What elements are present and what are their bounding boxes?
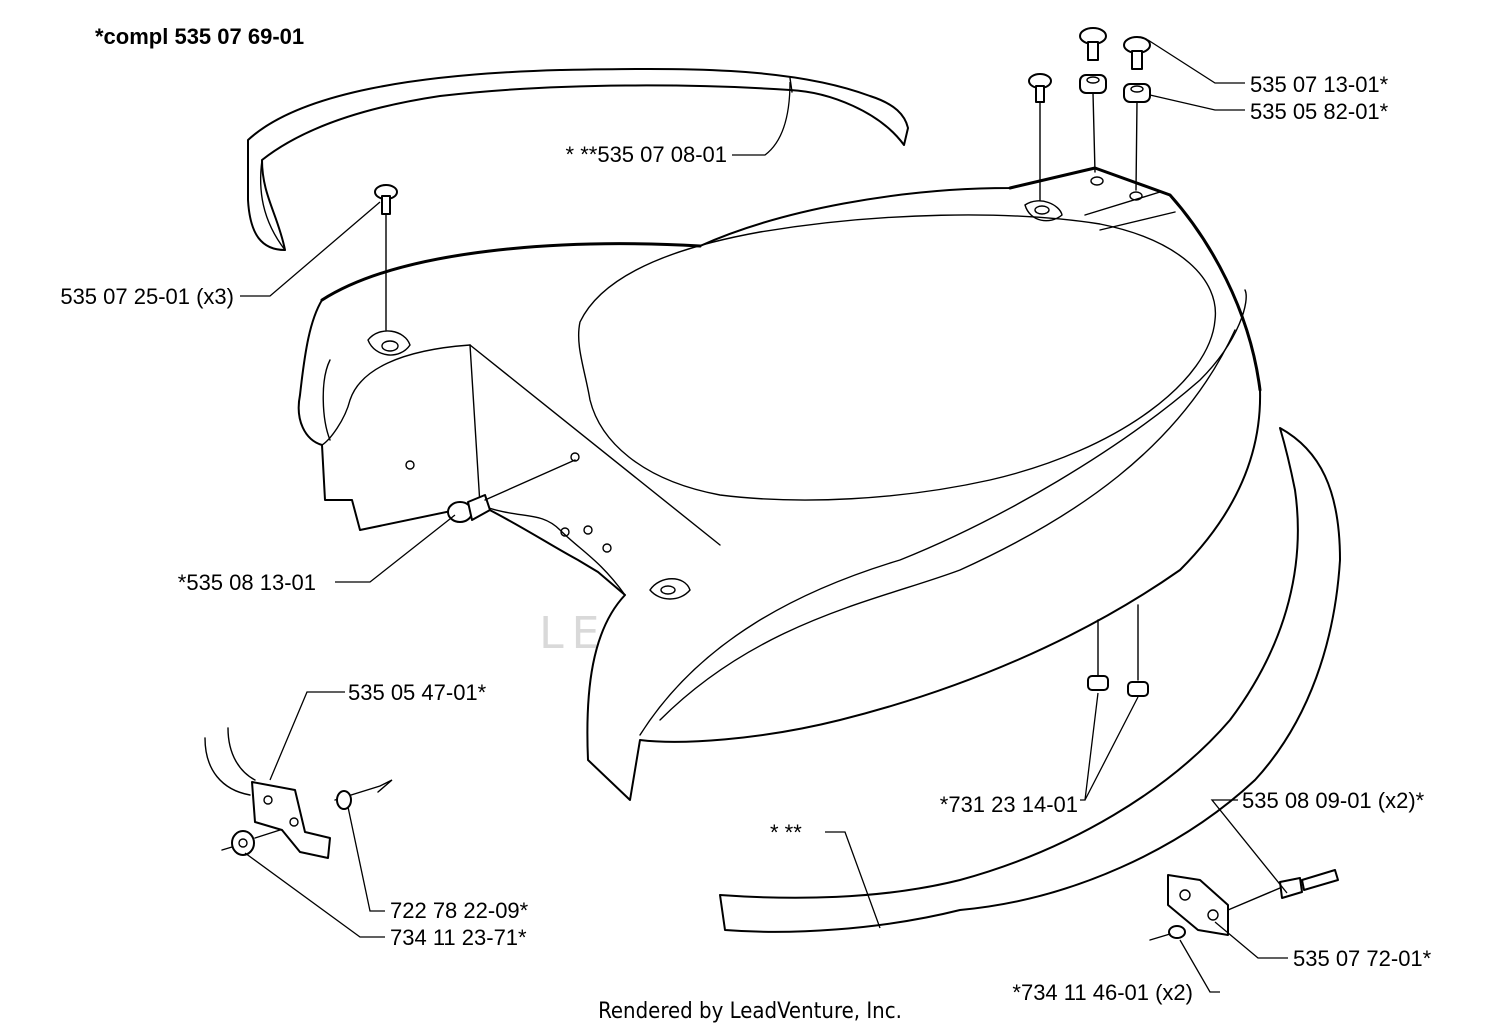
screw-rear <box>1028 73 1052 201</box>
label-722-78-22-09: 722 78 22-09* <box>390 898 529 923</box>
hood-hole <box>602 543 612 553</box>
hinge-plate-edge <box>1084 191 1176 231</box>
label-734-11-46-01: *734 11 46-01 (x2) <box>1012 980 1193 1005</box>
rear-mount-boss <box>1024 200 1063 222</box>
hood-hole <box>405 460 415 470</box>
hood-hole <box>570 452 580 462</box>
front-mount-hole <box>660 585 676 595</box>
front-mount-boss <box>649 578 691 600</box>
seat-recess <box>577 214 1217 501</box>
rear-mount-hole <box>1034 205 1050 215</box>
hood-top-rim <box>320 166 1262 392</box>
hood-body <box>297 166 1262 801</box>
cap-535-07-13-01 <box>1079 27 1151 70</box>
label-535-07-25-01: 535 07 25-01 (x3) <box>60 284 234 309</box>
hood-front-crease-2 <box>659 329 1236 721</box>
label-535-05-82-01: 535 05 82-01* <box>1250 99 1389 124</box>
hood-hole <box>560 527 570 537</box>
label-535-05-47-01: 535 05 47-01* <box>348 680 487 705</box>
hood-side-edge <box>469 344 721 546</box>
knob-535-08-13-01 <box>447 459 576 523</box>
top-strip-tick <box>789 77 793 93</box>
assembly-title: *compl 535 07 69-01 <box>95 24 304 49</box>
hood-side-panel <box>321 344 481 506</box>
label-535-07-08-01: * **535 07 08-01 <box>566 142 727 167</box>
credit-line: Rendered by LeadVenture, Inc. <box>598 999 902 1024</box>
label-535-08-09-01: 535 08 09-01 (x2)* <box>1242 788 1425 813</box>
label-734-11-23-71: 734 11 23-71* <box>390 925 527 950</box>
label-731-23-14-01: *731 23 14-01 <box>940 792 1078 817</box>
hood-bottom-flange <box>479 504 626 596</box>
part-labels: 535 07 13-01* 535 05 82-01* * **535 07 0… <box>60 72 1431 1005</box>
hood-outline <box>297 167 1262 801</box>
bracket-535-05-47-01 <box>204 727 393 859</box>
leader-lines <box>240 39 1288 993</box>
left-mount-boss <box>367 330 411 356</box>
hood-hole <box>583 525 593 535</box>
label-535-07-72-01: 535 07 72-01* <box>1293 946 1432 971</box>
left-mount-hole <box>381 340 399 352</box>
top-trim-strip <box>247 68 909 251</box>
top-strip-shape <box>247 68 909 251</box>
label-front-strip: * ** <box>770 820 802 845</box>
top-strip-edge <box>259 159 286 251</box>
hinge-hole <box>1090 176 1104 186</box>
front-trim-strip <box>719 427 1341 933</box>
label-535-08-13-01: *535 08 13-01 <box>178 570 316 595</box>
nut-731-23-14-01 <box>1087 604 1149 697</box>
fasteners <box>204 27 1339 941</box>
screw-535-07-25-01 <box>374 184 398 331</box>
label-535-07-13-01: 535 07 13-01* <box>1250 72 1389 97</box>
hood-corner-edge <box>322 359 331 441</box>
plate-535-07-72-01 <box>1149 869 1339 941</box>
front-strip-shape <box>719 427 1341 933</box>
nut-535-05-82-01 <box>1079 74 1151 191</box>
